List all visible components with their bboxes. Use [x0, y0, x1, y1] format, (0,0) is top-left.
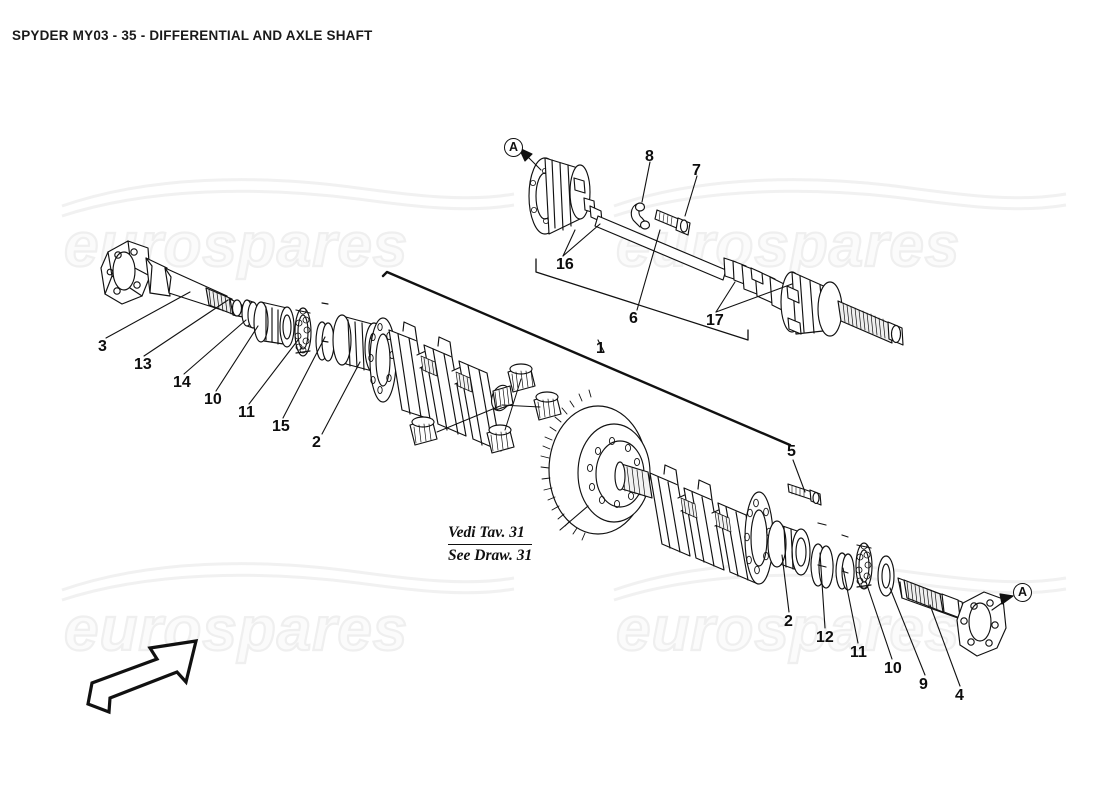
callout-1[interactable]: 1	[596, 340, 605, 357]
leader-lines	[105, 161, 961, 687]
differential-carrier-assembly	[368, 317, 562, 454]
drive-shaft-assembly	[528, 157, 904, 346]
callout-8[interactable]: 8	[645, 148, 654, 165]
callout-2-left[interactable]: 2	[312, 434, 321, 451]
right-differential-output-assembly	[614, 461, 1007, 657]
section-marker-a-left[interactable]: A	[504, 138, 523, 157]
section-marker-a-right[interactable]: A	[1013, 583, 1032, 602]
callout-4[interactable]: 4	[955, 687, 964, 704]
page-title: SPYDER MY03 - 35 - DIFFERENTIAL AND AXLE…	[12, 28, 373, 43]
callout-11-right[interactable]: 11	[850, 644, 867, 661]
left-axle-shaft-assembly	[100, 240, 384, 374]
note-see-draw: See Draw. 31	[448, 547, 533, 565]
callout-11-left[interactable]: 11	[238, 404, 255, 421]
callout-5[interactable]: 5	[787, 443, 796, 460]
callout-15[interactable]: 15	[272, 418, 290, 435]
callout-9[interactable]: 9	[919, 676, 928, 693]
callout-3[interactable]: 3	[98, 338, 107, 355]
callout-10-left[interactable]: 10	[204, 391, 222, 408]
callout-13[interactable]: 13	[134, 356, 152, 373]
callout-7[interactable]: 7	[692, 162, 701, 179]
callout-17[interactable]: 17	[706, 312, 724, 329]
section-arrows	[518, 147, 1014, 611]
drawing-reference-note: Vedi Tav. 31 See Draw. 31	[448, 523, 533, 566]
callout-16[interactable]: 16	[556, 256, 574, 273]
callout-2-right[interactable]: 2	[784, 613, 793, 630]
callout-14[interactable]: 14	[173, 374, 191, 391]
note-vedi-tav: Vedi Tav. 31	[448, 524, 525, 541]
note-divider	[448, 543, 533, 546]
callout-6[interactable]: 6	[629, 310, 638, 327]
callout-12[interactable]: 12	[816, 629, 834, 646]
callout-10-right[interactable]: 10	[884, 660, 902, 677]
direction-arrow	[86, 639, 199, 715]
